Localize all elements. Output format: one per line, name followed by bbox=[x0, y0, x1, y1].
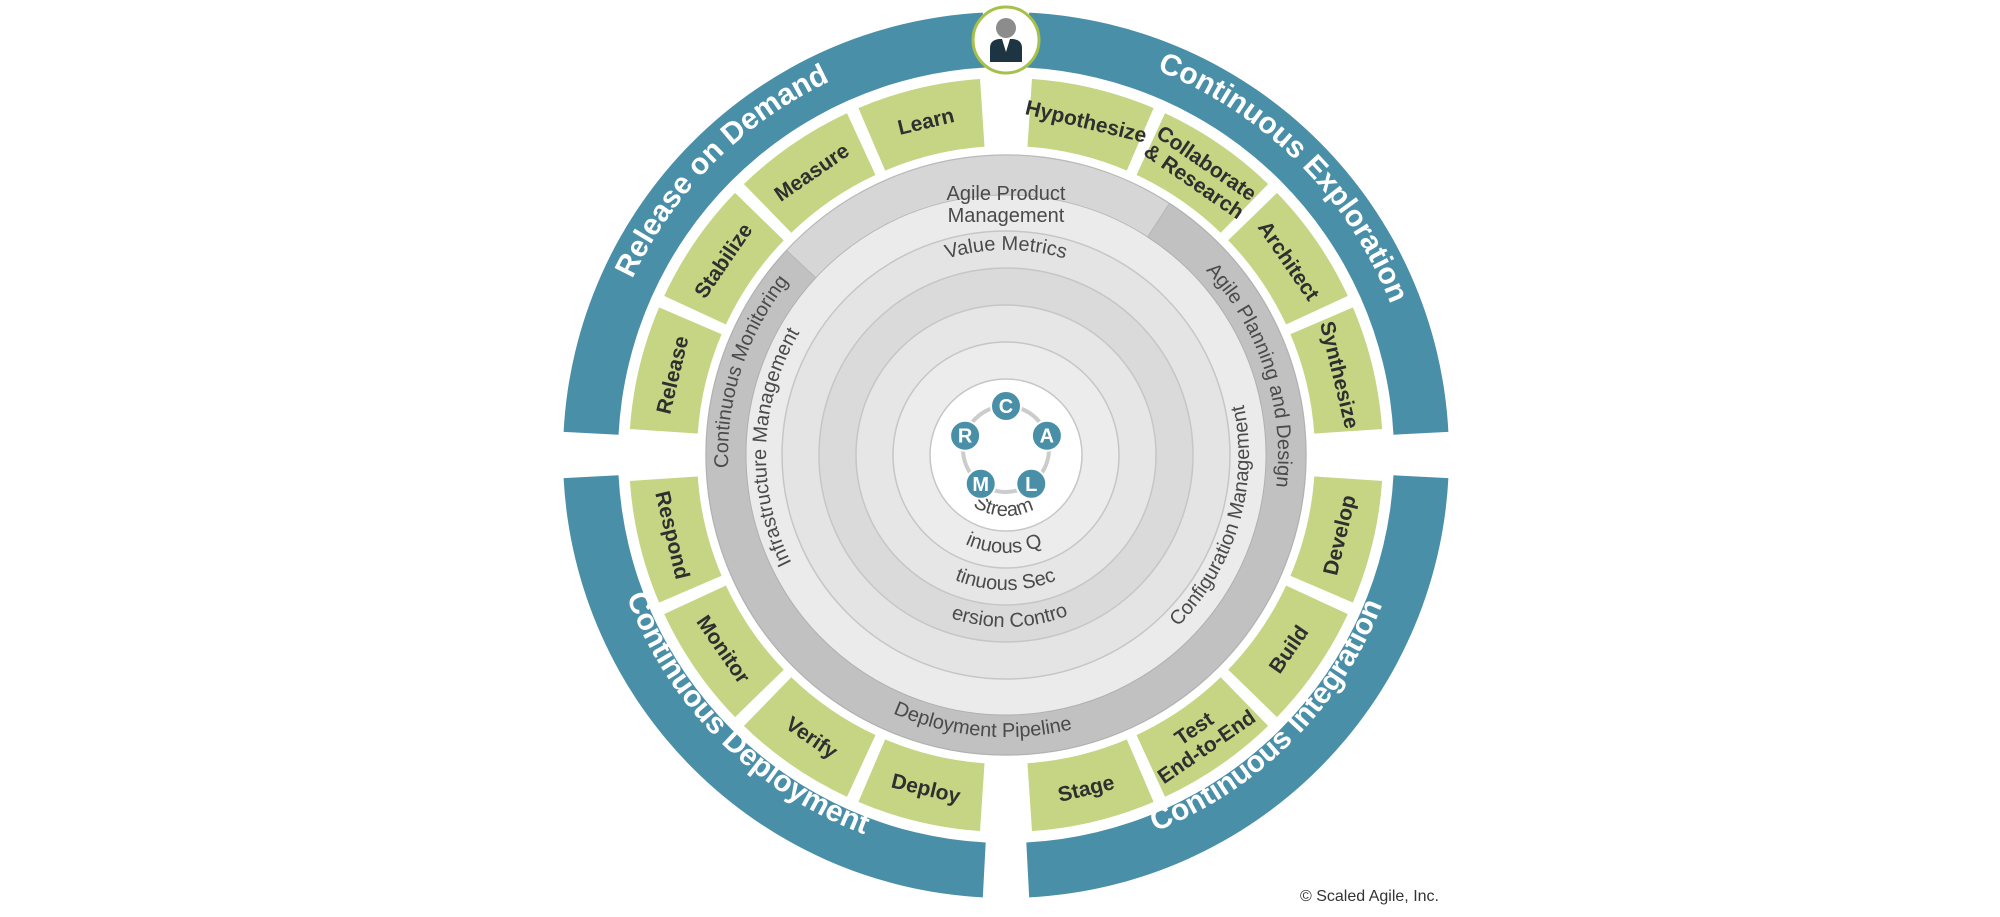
step-segment bbox=[661, 582, 787, 720]
person-icon bbox=[971, 5, 1041, 75]
step-segment bbox=[741, 674, 879, 800]
step-segment bbox=[627, 304, 725, 436]
calms-node bbox=[1015, 467, 1048, 500]
calms-node bbox=[1030, 419, 1063, 452]
ring-band-product bbox=[785, 154, 1171, 279]
step-segment bbox=[855, 736, 987, 834]
step-segment bbox=[627, 474, 725, 606]
step-segment bbox=[1133, 674, 1271, 800]
step-segment bbox=[741, 110, 879, 236]
step-segment bbox=[1287, 304, 1385, 436]
calms-letter: L bbox=[1025, 474, 1037, 496]
copyright-notice: © Scaled Agile, Inc. bbox=[1300, 888, 1439, 905]
step-segment bbox=[661, 190, 787, 328]
quadrant-band bbox=[563, 12, 986, 435]
calms-node bbox=[949, 419, 982, 452]
step-segment bbox=[1225, 190, 1351, 328]
calms-node bbox=[990, 390, 1022, 422]
step-segment bbox=[855, 76, 987, 174]
calms-letter: A bbox=[1040, 426, 1054, 448]
quadrant-band bbox=[563, 475, 986, 898]
step-segment bbox=[1287, 474, 1385, 606]
quadrant-band bbox=[1026, 475, 1449, 898]
ring-band-operations bbox=[705, 202, 1307, 756]
quadrant-band bbox=[1026, 12, 1449, 435]
calms-letter: M bbox=[972, 474, 989, 496]
step-segment bbox=[1133, 110, 1271, 236]
calms-node bbox=[964, 467, 997, 500]
step-segment bbox=[1025, 76, 1157, 174]
calms-letter: R bbox=[958, 426, 973, 448]
step-segment bbox=[1225, 582, 1351, 720]
calms-letter: C bbox=[999, 396, 1013, 418]
step-segment bbox=[1025, 736, 1157, 834]
